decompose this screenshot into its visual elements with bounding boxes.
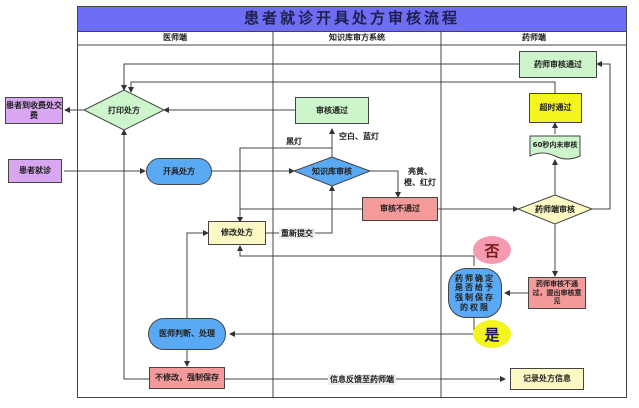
edge-label-blank-blue-light: 空白、蓝灯: [339, 132, 379, 141]
edge-label-black-light: 黑灯: [286, 137, 302, 146]
timeout-pass-node: 超时通过: [529, 93, 582, 123]
print-prescription-label: 打印处方: [108, 105, 140, 115]
review-fail-node: 审核不通过: [362, 197, 438, 221]
review-pass-node: 审核通过: [295, 97, 369, 124]
edge-pharmacist-pass-to-print: [121, 63, 528, 91]
force-save-node: 不修改，强制保存: [149, 367, 225, 389]
pharmacist-review-diamond: [516, 194, 594, 225]
edge-kb-black-light-to-modify: [237, 147, 332, 223]
edge-no-to-modify: [237, 245, 475, 266]
not-reviewed-60s-label: 60秒内未审核: [532, 141, 578, 149]
kb-review-label: 知识库审核: [312, 166, 352, 176]
pharmacist-review-label: 药师端审核: [535, 204, 575, 214]
pharmacist-reject-node: 药师审核不通过，提出审核意见: [528, 277, 586, 309]
lane-header-doctor: 医师端: [163, 33, 187, 42]
edge-review-to-pharmacist-pass: [592, 61, 611, 210]
edge-kb-to-fail: [370, 170, 401, 198]
edge-label-yellow-orange-red: 亮黄、橙、红灯: [404, 167, 436, 187]
record-info-node: 记录处方信息: [510, 368, 584, 390]
edge-force-save-to-print: [121, 129, 149, 380]
edge-label-resubmit: 重新提交: [279, 228, 315, 239]
force-save-permission-node: 药师确定是否给予强制保存的权限: [448, 268, 502, 318]
lane-header-pharmacist: 药师端: [522, 33, 546, 42]
decision-no-badge: 否: [473, 236, 511, 264]
edge-yes-to-judge: [229, 318, 475, 337]
patient-visit-node: 患者就诊: [8, 159, 62, 183]
edge-timeout-to-print: [128, 81, 556, 93]
modify-prescription-node: 修改处方: [208, 221, 266, 245]
issue-prescription-node: 开具处方: [146, 158, 212, 185]
kb-review-diamond: [292, 156, 372, 187]
edge-label-feedback: 信息反馈至药师端: [328, 374, 396, 385]
pharmacist-pass-node: 药师审核通过: [519, 51, 597, 78]
doctor-judge-node: 医师判断、处理: [148, 318, 226, 350]
decision-yes-badge: 是: [473, 320, 511, 348]
edge-judge-to-modify: [186, 230, 209, 318]
lane-header-kb: 知识库审方系统: [329, 33, 385, 42]
print-prescription-diamond: [82, 89, 166, 131]
not-reviewed-60s-shape: [529, 135, 581, 160]
diagram-title: 患者就诊开具处方审核流程: [77, 6, 627, 32]
patient-payment-node: 患者到收费处交费: [5, 97, 63, 124]
